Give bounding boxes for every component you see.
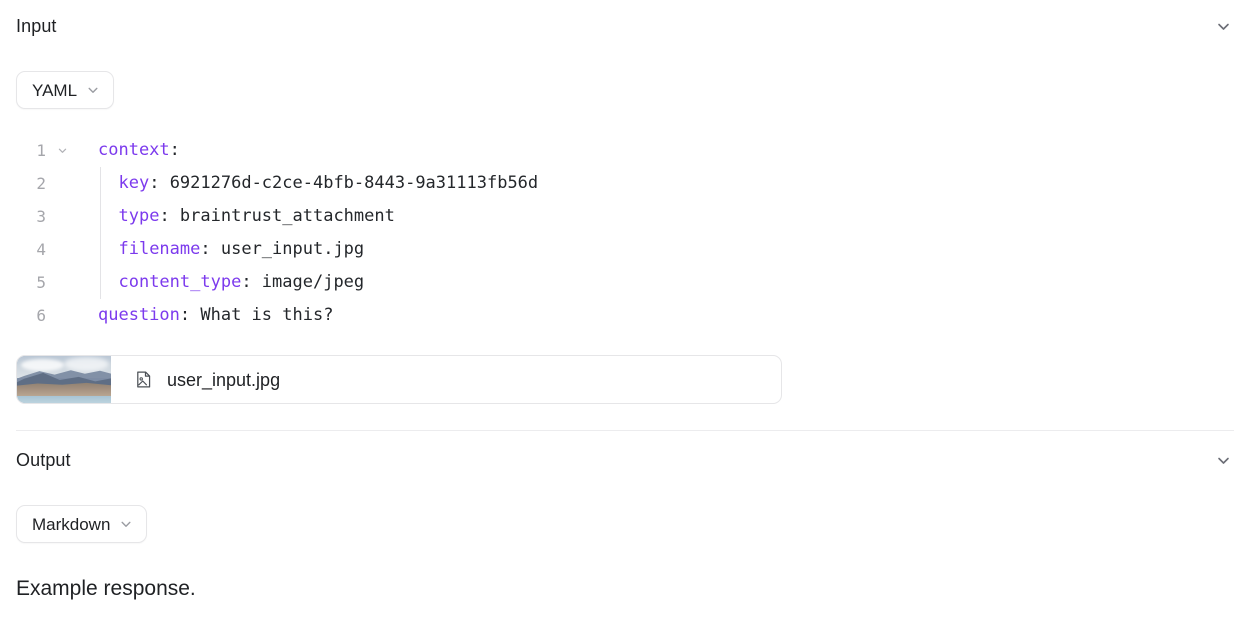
output-collapse-toggle[interactable] — [1212, 449, 1234, 471]
code-line: 1 context: — [0, 134, 1250, 167]
attachment-thumbnail[interactable] — [17, 356, 111, 403]
yaml-key: context — [98, 140, 170, 160]
output-body-text: Example response. — [16, 577, 196, 600]
output-format-label: Markdown — [32, 514, 111, 534]
line-number: 3 — [36, 207, 46, 226]
yaml-value: user_input.jpg — [210, 239, 365, 259]
chevron-down-icon — [1215, 18, 1232, 35]
code-text: context: — [72, 134, 180, 167]
input-format-dropdown[interactable]: YAML — [16, 71, 115, 109]
input-format-label: YAML — [32, 80, 78, 100]
yaml-value: What is this? — [190, 305, 334, 325]
chevron-down-icon — [119, 517, 133, 531]
input-collapse-toggle[interactable] — [1212, 15, 1234, 37]
indent-guide — [100, 167, 101, 299]
code-line: 2 key: 6921276d-c2ce-4bfb-8443-9a31113fb… — [0, 167, 1250, 200]
yaml-colon: : — [169, 140, 180, 160]
yaml-colon: : — [200, 239, 211, 259]
attachment-file-name: user_input.jpg — [167, 369, 281, 390]
thumbnail-cloud — [20, 358, 64, 372]
line-number: 1 — [36, 141, 46, 160]
line-number: 5 — [36, 273, 46, 292]
input-section-header: Input — [0, 6, 1250, 46]
file-image-icon — [133, 369, 154, 390]
code-text: key: 6921276d-c2ce-4bfb-8443-9a31113fb56… — [72, 167, 538, 200]
yaml-value: 6921276d-c2ce-4bfb-8443-9a31113fb56d — [159, 173, 539, 193]
code-text: type: braintrust_attachment — [72, 200, 395, 233]
code-line: 6 question: What is this? — [0, 299, 1250, 332]
yaml-key: filename — [118, 239, 201, 259]
thumbnail-plain — [17, 382, 111, 397]
yaml-key: question — [98, 305, 180, 325]
yaml-key: content_type — [118, 272, 242, 292]
code-line: 3 type: braintrust_attachment — [0, 200, 1250, 233]
output-format-dropdown[interactable]: Markdown — [16, 505, 148, 543]
chevron-down-icon — [86, 83, 100, 97]
yaml-colon: : — [179, 305, 191, 325]
thumbnail-water — [17, 395, 111, 403]
input-title: Input — [16, 16, 57, 36]
line-number: 4 — [36, 240, 46, 259]
yaml-colon: : — [159, 206, 170, 226]
code-text: question: What is this? — [72, 299, 333, 332]
yaml-value: braintrust_attachment — [169, 206, 395, 226]
code-line: 4 filename: user_input.jpg — [0, 233, 1250, 266]
yaml-key: key — [118, 173, 150, 193]
section-divider — [16, 430, 1234, 431]
line-number: 6 — [36, 306, 46, 325]
chevron-down-icon — [1215, 452, 1232, 469]
thumbnail-cloud — [64, 356, 110, 372]
yaml-key: type — [118, 206, 160, 226]
code-text: content_type: image/jpeg — [72, 266, 364, 299]
fold-chevron-down-icon[interactable] — [52, 145, 72, 156]
yaml-colon: : — [241, 272, 252, 292]
code-line: 5 content_type: image/jpeg — [0, 266, 1250, 299]
output-section-header: Output — [0, 440, 1250, 480]
code-text: filename: user_input.jpg — [72, 233, 364, 266]
output-title: Output — [16, 450, 71, 470]
line-number: 2 — [36, 174, 46, 193]
yaml-value: image/jpeg — [251, 272, 365, 292]
yaml-colon: : — [149, 173, 160, 193]
attachment-chip[interactable]: user_input.jpg — [16, 355, 782, 404]
